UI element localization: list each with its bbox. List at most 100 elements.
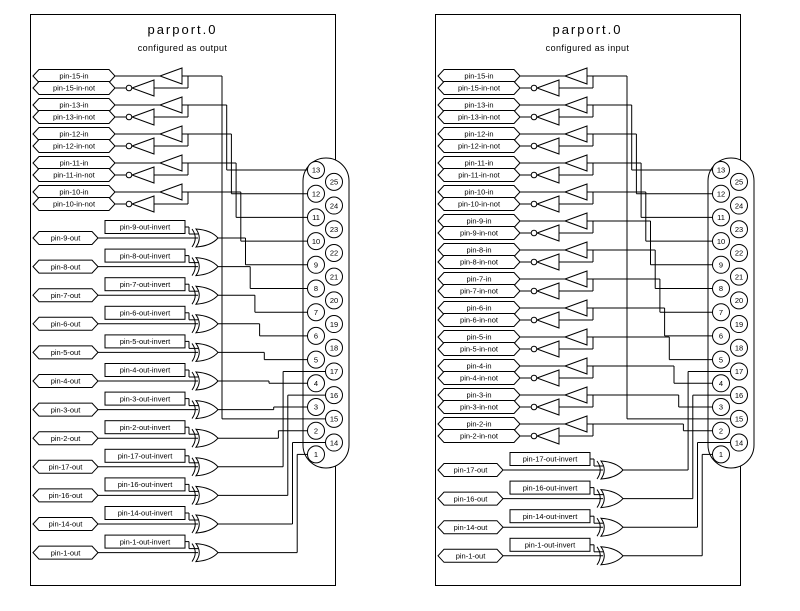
connector-pin-number: 11: [717, 213, 725, 222]
pin-tag-pin-11-in-not-label: pin-11-in-not: [53, 171, 95, 180]
pin-tag-pin-8-in-label: pin-8-in: [466, 246, 491, 255]
inverter-pin-5-in-not: [535, 340, 560, 358]
inverter-bubble: [530, 113, 538, 121]
xor-gate-input-arc: [191, 543, 196, 562]
xor-gate-body: [194, 342, 219, 362]
pin-tag-pin-3-in-label: pin-3-in: [466, 391, 491, 400]
pin-tag-pin-16-out-label: pin-16-out: [49, 491, 84, 500]
connector-pin-number: 9: [314, 261, 318, 270]
connector-pin-number: 18: [330, 343, 338, 352]
connector-pin-number: 20: [330, 296, 338, 305]
pin-tag-pin-4-in-label: pin-4-in: [466, 362, 491, 371]
pin-tag-pin-5-out-label: pin-5-out: [51, 348, 82, 357]
pin-tag-pin-10-in-label: pin-10-in: [464, 188, 493, 197]
param-label-pin-5-out-invert: pin-5-out-invert: [120, 337, 171, 346]
xor-gate-body: [194, 543, 219, 563]
connector-pin-21: [730, 267, 748, 286]
pin-tag-pin-11-in-label: pin-11-in: [60, 159, 89, 168]
pin-tag-pin-6-in-label: pin-6-in: [466, 304, 491, 313]
connector-pin-number: 19: [330, 320, 338, 329]
pin-tag-pin-11-in-label: pin-11-in: [465, 159, 494, 168]
pin-tag-pin-13-in-label: pin-13-in: [464, 101, 493, 110]
inverter-pin-6-in-not: [535, 311, 560, 329]
pin-tag-pin-8-in-not-label: pin-8-in-not: [460, 258, 499, 267]
inverter-pin-11-in-not: [535, 166, 560, 184]
inverter-bubble: [530, 229, 538, 237]
buffer-pin-15-in: [563, 67, 588, 85]
inverter-pin-15-in-not: [535, 79, 560, 97]
inverter-bubble: [125, 113, 133, 121]
inverter-pin-7-in-not: [535, 282, 560, 300]
connector-pin-number: 14: [330, 438, 338, 447]
connector-pin-number: 12: [717, 189, 725, 198]
connector-pin-number: 20: [735, 296, 743, 305]
xor-gate-input-arc: [596, 489, 601, 508]
pin-tag-pin-7-in-not-label: pin-7-in-not: [460, 287, 499, 296]
xor-gate-input-arc: [191, 400, 196, 419]
connector-pin-number: 3: [719, 403, 723, 412]
inverter-bubble: [125, 142, 133, 150]
connector-pin-number: 6: [719, 332, 723, 341]
pin-tag-pin-8-out-label: pin-8-out: [51, 262, 82, 271]
connector-pin-number: 3: [314, 403, 318, 412]
buffer-pin-13-in: [563, 96, 588, 114]
inverter-bubble: [530, 374, 538, 382]
connector-pin-number: 4: [719, 379, 723, 388]
pin-tag-pin-14-out-label: pin-14-out: [49, 520, 84, 529]
inverter-pin-11-in-not: [130, 166, 155, 184]
connector-pin-20: [730, 291, 748, 310]
xor-gate-body: [194, 285, 219, 305]
connector-pin-18: [325, 338, 343, 357]
connector-pin-19: [325, 315, 343, 334]
xor-gate-input-arc: [191, 285, 196, 305]
connector-pin-number: 1: [314, 450, 318, 459]
pin-tag-pin-9-in-not-label: pin-9-in-not: [460, 229, 499, 238]
connector-pin-number: 13: [312, 166, 320, 175]
xor-gate-body: [194, 257, 219, 277]
connector-pin-number: 13: [717, 166, 725, 175]
xor-gate-body: [194, 514, 219, 534]
db25-connector: 1312111098765432125242322212019181716151…: [302, 157, 350, 469]
connector-pin-number: 5: [314, 355, 318, 364]
pin-tag-pin-7-out-label: pin-7-out: [51, 291, 82, 300]
connector-pin-number: 24: [330, 201, 338, 210]
pin-tag-pin-17-out-label: pin-17-out: [49, 463, 84, 472]
connector-pin-number: 21: [735, 272, 743, 281]
panel-title-input: parport.0: [552, 22, 623, 37]
connector-pin-number: 19: [735, 320, 743, 329]
pin-tag-pin-6-in-not-label: pin-6-in-not: [460, 316, 499, 325]
pin-tag-pin-13-in-not-label: pin-13-in-not: [53, 113, 96, 122]
panel-subtitle-input: configured as input: [545, 43, 630, 53]
pin-tag-pin-7-in-label: pin-7-in: [466, 275, 491, 284]
connector-pin-number: 16: [735, 391, 743, 400]
pin-tag-pin-10-in-not-label: pin-10-in-not: [458, 200, 501, 209]
connector-pin-number: 22: [735, 249, 743, 258]
pin-tag-pin-15-in-not-label: pin-15-in-not: [458, 84, 501, 93]
xor-gate-body: [194, 371, 219, 391]
connector-pin-19: [730, 315, 748, 334]
inverter-pin-13-in-not: [130, 108, 155, 126]
xor-gate-input-arc: [191, 514, 196, 534]
pin-tag-pin-3-in-not-label: pin-3-in-not: [460, 403, 499, 412]
pin-tag-pin-12-in-label: pin-12-in: [59, 130, 88, 139]
pin-tag-pin-3-out-label: pin-3-out: [51, 405, 82, 414]
inverter-pin-4-in-not: [535, 369, 560, 387]
buffer-pin-10-in: [158, 183, 183, 201]
connector-pin-23: [730, 220, 748, 239]
connector-pin-number: 16: [330, 391, 338, 400]
connector-pin-25: [730, 172, 748, 191]
xor-gate-input-arc: [191, 314, 196, 334]
connector-pin-number: 4: [314, 379, 318, 388]
inverter-pin-10-in-not: [130, 195, 155, 213]
param-label-pin-17-out-invert: pin-17-out-invert: [118, 452, 174, 461]
param-label-pin-9-out-invert: pin-9-out-invert: [120, 223, 171, 232]
pin-tag-pin-15-in-not-label: pin-15-in-not: [53, 84, 96, 93]
connector-pin-number: 8: [314, 284, 318, 293]
pin-tag-pin-9-in-label: pin-9-in: [466, 217, 491, 226]
pin-tag-pin-2-out-label: pin-2-out: [51, 434, 82, 443]
param-label-pin-16-out-invert: pin-16-out-invert: [523, 483, 579, 492]
pin-tag-pin-12-in-not-label: pin-12-in-not: [458, 142, 501, 151]
param-label-pin-8-out-invert: pin-8-out-invert: [120, 251, 171, 260]
pin-tag-pin-11-in-not-label: pin-11-in-not: [458, 171, 500, 180]
xor-gate-body: [194, 485, 219, 505]
